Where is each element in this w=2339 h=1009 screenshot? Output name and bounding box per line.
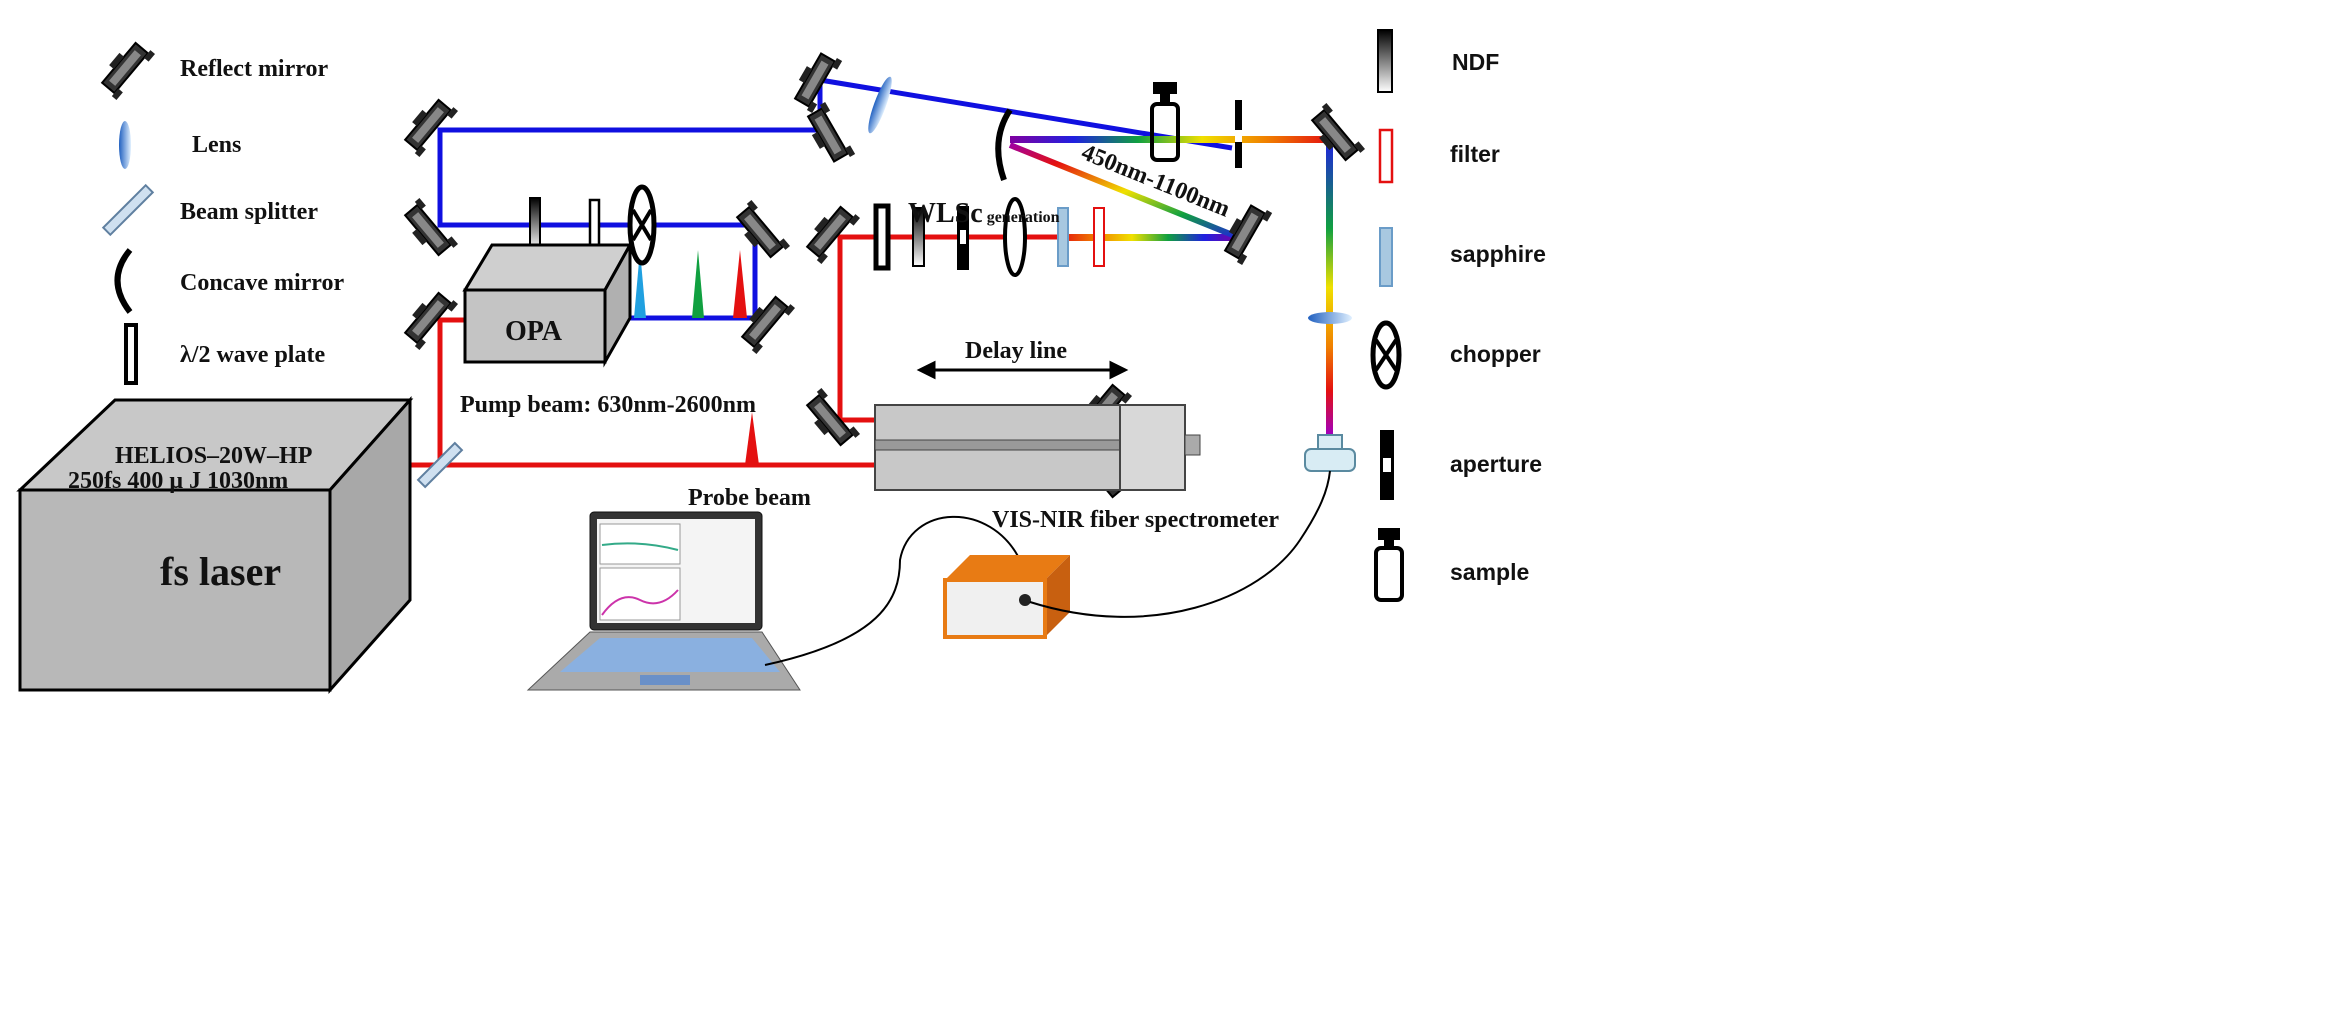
pump-beam-label: Pump beam: 630nm-2600nm bbox=[460, 392, 756, 418]
laser-model: HELIOS–20W–HP bbox=[115, 443, 312, 469]
fiber-coupler bbox=[1304, 434, 1356, 472]
legend-label: sample bbox=[1450, 559, 1529, 585]
sapphire-icon bbox=[1379, 227, 1393, 287]
opa-label: OPA bbox=[505, 316, 563, 347]
ndf bbox=[529, 197, 541, 251]
legend-label: Lens bbox=[192, 132, 241, 158]
legend-label: Reflect mirror bbox=[180, 56, 328, 82]
ndf-wlsc bbox=[912, 207, 925, 267]
sapphire bbox=[1057, 207, 1069, 267]
wave-plate-probe bbox=[873, 203, 891, 271]
aperture bbox=[957, 206, 969, 270]
probe-beam-label: Probe beam bbox=[688, 485, 811, 511]
laser-spec: 250fs 400 μ J 1030nm bbox=[68, 468, 288, 494]
opa-box: OPA bbox=[462, 239, 633, 368]
reflect-mirror-icon bbox=[93, 35, 157, 101]
spectrometer-label: VIS-NIR fiber spectrometer bbox=[992, 507, 1279, 533]
lens-icon bbox=[119, 121, 131, 169]
ndf-probe bbox=[1235, 100, 1242, 168]
beam-splitter-icon bbox=[101, 183, 155, 237]
lens bbox=[868, 76, 892, 134]
delay-line-label: Delay line bbox=[965, 338, 1067, 364]
beam-splitter bbox=[416, 441, 464, 489]
legend-label: NDF bbox=[1452, 49, 1499, 75]
filter-icon bbox=[1378, 128, 1394, 184]
laser-name: fs laser bbox=[160, 549, 281, 594]
sample-icon bbox=[1374, 528, 1404, 602]
spectrum-diagonal bbox=[1008, 142, 1242, 241]
delay-arrow bbox=[916, 360, 1129, 380]
chopper-icon bbox=[1370, 320, 1402, 390]
optics bbox=[416, 76, 1356, 489]
filter bbox=[1093, 207, 1105, 267]
aperture-icon bbox=[1380, 430, 1394, 500]
legend-label: aperture bbox=[1450, 451, 1542, 477]
concave-mirror-icon bbox=[114, 248, 133, 314]
lens-wlsc bbox=[1003, 197, 1027, 277]
fiber-cable bbox=[1029, 470, 1331, 618]
legend-label: λ/2 wave plate bbox=[180, 342, 325, 368]
ndf-icon bbox=[1377, 29, 1393, 93]
chopper bbox=[627, 184, 657, 266]
legend-label: Beam splitter bbox=[180, 199, 318, 225]
wave-plate-icon bbox=[124, 323, 138, 385]
delay-stage: Delay line bbox=[874, 338, 1201, 491]
sample bbox=[1150, 82, 1180, 162]
legend-label: chopper bbox=[1450, 341, 1541, 367]
laptop bbox=[526, 511, 801, 691]
usb-cable bbox=[764, 515, 1021, 666]
spectrum-horizontal bbox=[1010, 136, 1330, 143]
wave-plate bbox=[588, 198, 601, 252]
spectrum-vertical bbox=[1326, 140, 1333, 435]
spectrometer-box bbox=[943, 555, 1070, 639]
lens-detector bbox=[1308, 312, 1352, 324]
legend-left: Reflect mirror Lens Beam splitter Concav… bbox=[93, 35, 345, 385]
legend-label: sapphire bbox=[1450, 241, 1546, 267]
legend-label: filter bbox=[1450, 141, 1500, 167]
pump-spectrum-peaks bbox=[634, 250, 759, 465]
legend-label: Concave mirror bbox=[180, 270, 345, 296]
legend-right: NDF filter sapphire chopper aperture sam… bbox=[1370, 29, 1546, 602]
white-light-continuum bbox=[1060, 234, 1240, 241]
fs-laser: fs laser HELIOS–20W–HP 250fs 400 μ J 103… bbox=[16, 396, 414, 694]
concave-mirror bbox=[995, 108, 1013, 181]
